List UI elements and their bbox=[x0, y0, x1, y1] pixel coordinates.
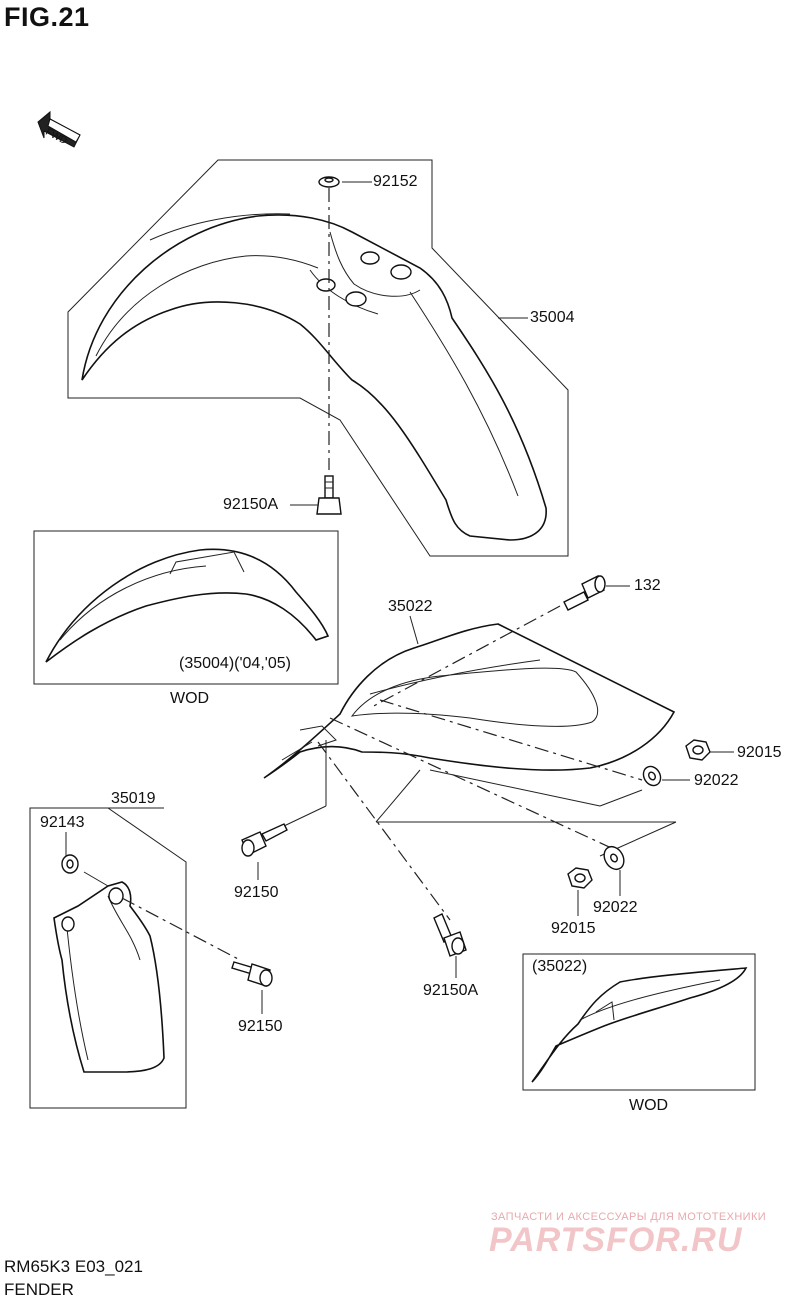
label-132: 132 bbox=[634, 577, 661, 594]
fwd-arrow-icon bbox=[37, 110, 81, 148]
axis-92022-right bbox=[379, 699, 643, 781]
inset-box-35004 bbox=[33, 530, 339, 685]
label-92152: 92152 bbox=[373, 173, 418, 190]
leader-35022 bbox=[409, 615, 419, 645]
bracket-line-1 bbox=[429, 769, 601, 807]
inset-wod-label-rear: WOD bbox=[629, 1097, 669, 1114]
bolt-92150A-low bbox=[433, 913, 467, 957]
section-name: FENDER bbox=[4, 1280, 74, 1299]
label-92150-low: 92150 bbox=[238, 1018, 283, 1035]
label-92022-low: 92022 bbox=[593, 899, 638, 916]
figure-title: FIG.21 bbox=[4, 2, 90, 32]
label-92022-right: 92022 bbox=[694, 772, 739, 789]
rear-fender-35022 bbox=[263, 623, 676, 779]
label-35019: 35019 bbox=[111, 790, 156, 807]
inset-box-35022 bbox=[522, 953, 756, 1091]
nut-92152 bbox=[318, 176, 340, 188]
bracket-line-3 bbox=[599, 789, 643, 807]
front-fender-35004 bbox=[81, 213, 547, 541]
inset-wod-label-front: WOD bbox=[170, 690, 210, 707]
front-fender-variant-drawing bbox=[45, 548, 330, 663]
leader-bolt-92150-mid-h bbox=[283, 805, 327, 827]
bolt-132 bbox=[563, 575, 606, 611]
label-92015-right: 92015 bbox=[737, 744, 782, 761]
axis-92150A-low bbox=[317, 741, 451, 921]
label-35004: 35004 bbox=[530, 309, 575, 326]
inset-caption-35004: (35004)('04,'05) bbox=[179, 655, 291, 672]
axis-132 bbox=[369, 605, 561, 709]
mud-flap-group-outline bbox=[29, 807, 187, 1109]
label-92143: 92143 bbox=[40, 814, 85, 831]
label-92150A-top: 92150A bbox=[223, 496, 279, 513]
axis-92150-low bbox=[121, 897, 241, 961]
label-92015-low: 92015 bbox=[551, 920, 596, 937]
bolt-92150-mid bbox=[241, 823, 288, 857]
front-fender-group-outline bbox=[67, 159, 569, 557]
label-35022: 35022 bbox=[388, 598, 433, 615]
watermark-tagline: ЗАПЧАСТИ И АКСЕССУАРЫ ДЛЯ МОТОТЕХНИКИ bbox=[491, 1211, 767, 1223]
inset-caption-35022: (35022) bbox=[532, 958, 588, 975]
nut-92015-right bbox=[685, 739, 711, 761]
watermark-logo: PARTSFOR.RU bbox=[489, 1221, 743, 1259]
label-92150-mid: 92150 bbox=[234, 884, 279, 901]
bolt-92150A-top bbox=[316, 475, 342, 515]
leader-92143-flap bbox=[83, 871, 109, 887]
bolt-92150-low bbox=[231, 961, 273, 987]
model-code: RM65K3 E03_021 bbox=[4, 1257, 143, 1276]
nut-92015-low bbox=[567, 867, 593, 889]
mud-flap-35019 bbox=[53, 881, 165, 1073]
bracket-line-4 bbox=[375, 769, 421, 823]
grommet-92143 bbox=[61, 854, 79, 874]
label-92150A-low: 92150A bbox=[423, 982, 479, 999]
washer-92022-low bbox=[603, 845, 625, 871]
rear-fender-variant-drawing bbox=[531, 967, 748, 1083]
washer-92022-right bbox=[642, 765, 662, 787]
